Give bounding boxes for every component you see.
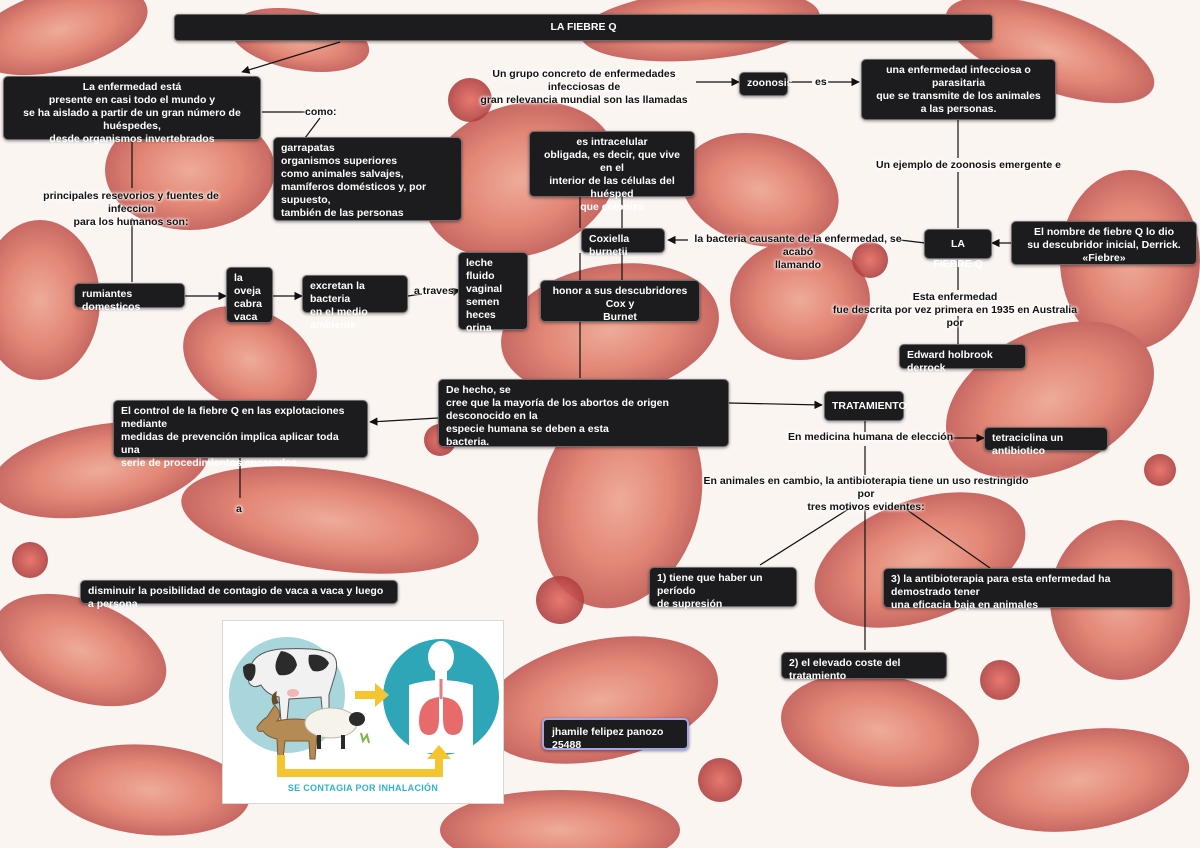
- transmission-arrows: [277, 683, 451, 777]
- cow-icon: [243, 648, 338, 722]
- node-coxiella: Coxiella burnetii: [581, 228, 665, 258]
- label-animales: En animales en cambio, la antibioterapia…: [703, 475, 1029, 513]
- node-intracelular: es intracelular obligada, es decir, que …: [529, 131, 695, 213]
- node-tetraciclina: tetraciclina un antibiotico: [984, 427, 1108, 457]
- label-causante: la bacteria causante de la enfermedad, s…: [694, 233, 902, 271]
- node-def-zoonosis: una enfermedad infecciosa o parasitaria …: [861, 59, 1056, 120]
- label-medicina: En medicina humana de elección: [788, 431, 954, 443]
- node-garrapatas: garrapatas organismos superiores como an…: [273, 137, 462, 221]
- sheep-icon: [304, 707, 370, 749]
- node-disminuir: disminuir la posibilidad de contagio de …: [80, 580, 398, 610]
- page-title: LA FIEBRE Q: [174, 14, 993, 41]
- label-traves: a traves: [414, 285, 454, 297]
- label-grupo: Un grupo concreto de enfermedades infecc…: [480, 68, 688, 106]
- node-fiebre-q: LA FIEBRE Q: [924, 229, 992, 270]
- node-abortos: De hecho, se cree que la mayoría de los …: [438, 379, 729, 448]
- node-enfermedad-presente: La enfermedad está presente en casi todo…: [3, 76, 261, 145]
- label-descrita: Esta enfermedad fue descrita por vez pri…: [832, 291, 1078, 329]
- node-oveja: la oveja cabra vaca: [226, 267, 273, 323]
- label-reservorios: principales resevorios y fuentes de infe…: [43, 190, 219, 228]
- node-honor: honor a sus descubridores Cox y Burnet: [540, 280, 700, 323]
- node-derrock: Edward holbrook derrock: [899, 344, 1026, 374]
- node-zoonosis: zoonosis: [739, 72, 793, 96]
- node-rumiantes: rumiantes domesticos: [74, 283, 185, 313]
- node-motivo-3: 3) la antibioterapia para esta enfermeda…: [883, 568, 1173, 611]
- label-a: a: [236, 503, 242, 515]
- node-tratamiento: TRATAMIENTO: [824, 391, 907, 421]
- node-control: El control de la fiebre Q en las explota…: [113, 400, 368, 469]
- node-nombre: El nombre de fiebre Q lo dio su descubri…: [1011, 221, 1197, 265]
- node-fluidos: leche fluido vaginal semen heces orina: [458, 252, 528, 334]
- illustration-caption: SE CONTAGIA POR INHALACIÓN: [287, 783, 439, 793]
- node-motivo-1: 1) tiene que haber un período de supresi…: [649, 567, 797, 610]
- node-motivo-2: 2) el elevado coste del tratamiento: [781, 652, 947, 682]
- label-como: como:: [305, 106, 337, 118]
- node-excretan: excretan la bacteria en el medio ambient…: [302, 275, 408, 331]
- human-lungs-icon: [409, 641, 473, 753]
- label-ejemplo: Un ejemplo de zoonosis emergente e: [876, 159, 1061, 171]
- label-es: es: [815, 76, 827, 88]
- inhalation-illustration: SE CONTAGIA POR INHALACIÓN: [222, 620, 504, 804]
- node-author: jhamile felipez panozo 25488: [542, 718, 689, 751]
